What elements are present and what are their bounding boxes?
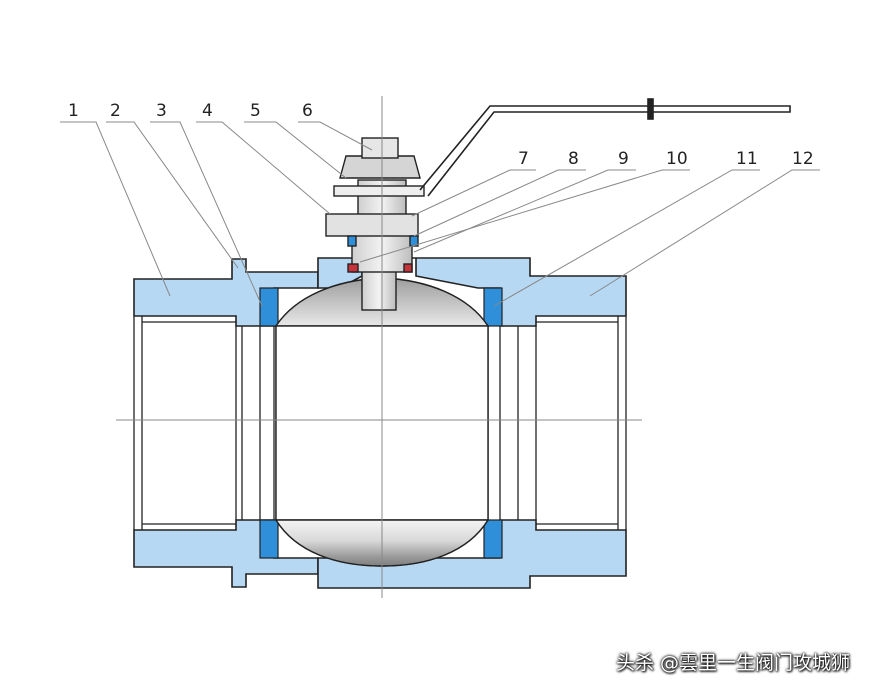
- callout-3: 3: [156, 101, 167, 121]
- leader-2: [106, 121, 239, 269]
- nut: [339, 155, 421, 179]
- leader-7: [411, 169, 536, 217]
- leader-8: [413, 169, 586, 237]
- callout-12: 12: [792, 149, 814, 169]
- callout-numbers: 1 2 3 4 5 6 7 8 9 10 11 12: [68, 101, 814, 169]
- callout-5: 5: [250, 101, 261, 121]
- leader-9: [413, 169, 636, 253]
- leader-11: [493, 169, 760, 307]
- leader-12: [589, 169, 820, 297]
- callout-8: 8: [568, 149, 579, 169]
- center-lines: [116, 96, 642, 598]
- packing-gland: [325, 213, 419, 237]
- bore-lines: [133, 316, 627, 530]
- handle: [419, 98, 791, 197]
- callout-7: 7: [518, 149, 529, 169]
- callout-4: 4: [202, 101, 213, 121]
- callout-1: 1: [68, 101, 79, 121]
- callout-11: 11: [736, 149, 758, 169]
- handle-lever: [419, 105, 791, 197]
- handle-grip-mark: [647, 98, 654, 120]
- gasket-red-2: [403, 263, 413, 273]
- gasket-red: [347, 263, 359, 273]
- leader-4: [196, 121, 331, 215]
- leader-lines: [60, 121, 820, 307]
- nut-top: [361, 137, 399, 159]
- callout-10: 10: [666, 149, 688, 169]
- callout-6: 6: [302, 101, 313, 121]
- seat-right-bottom: [483, 519, 503, 559]
- washer: [333, 185, 425, 197]
- stem-lower: [361, 269, 397, 311]
- callout-9: 9: [618, 149, 629, 169]
- leader-5: [244, 121, 347, 179]
- watermark-caption: 头杀 @雲里一生阀门攻城狮: [615, 652, 850, 674]
- callout-2: 2: [110, 101, 121, 121]
- leader-3: [150, 121, 263, 307]
- seat-right-top: [483, 287, 503, 327]
- seat-rings: [259, 287, 503, 559]
- seat-left-bottom: [259, 519, 279, 559]
- seat-left-top: [259, 287, 279, 327]
- leader-10: [359, 169, 690, 263]
- leader-6: [298, 121, 373, 151]
- leader-1: [60, 121, 171, 297]
- stem-seal-left: [347, 235, 357, 247]
